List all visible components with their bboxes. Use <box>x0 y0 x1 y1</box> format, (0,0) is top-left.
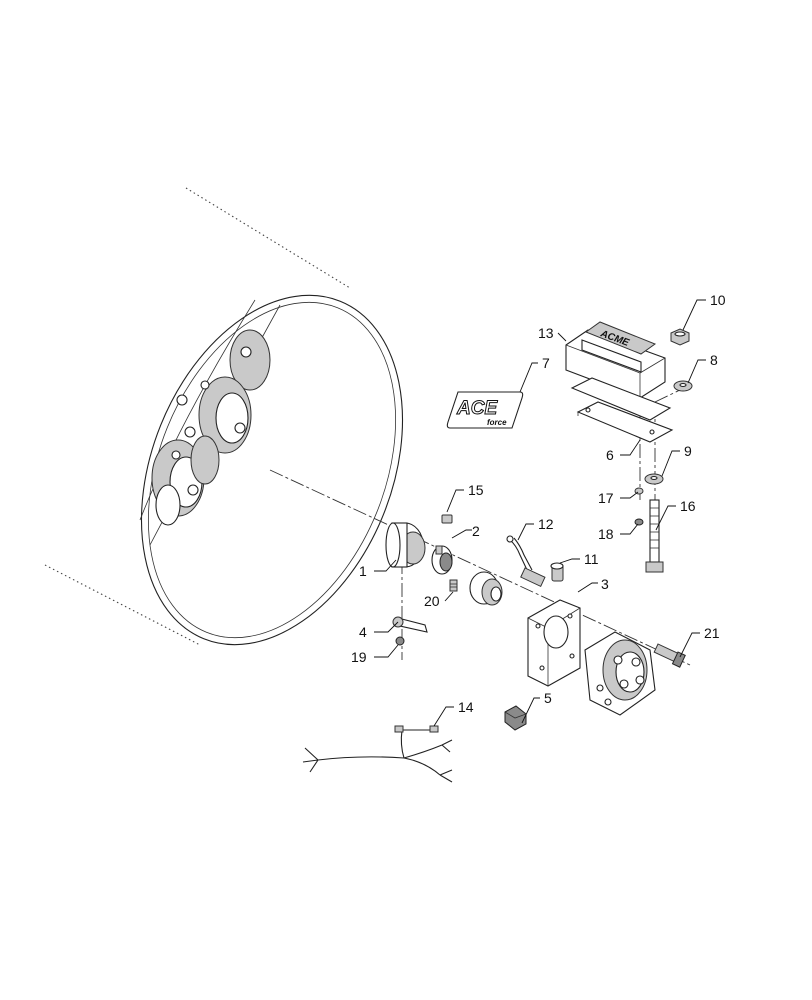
center-axis <box>269 469 691 666</box>
callout-6: 6 <box>606 447 614 463</box>
part-5-connector <box>504 705 527 731</box>
callout-14: 14 <box>458 699 474 715</box>
part-9-washer <box>644 473 664 485</box>
part-14-harness <box>302 725 453 783</box>
part-21-bolt <box>653 643 686 668</box>
callout-20: 20 <box>424 593 440 609</box>
part-12-speed-sensor <box>506 535 546 588</box>
hydraulic-motor <box>584 631 656 716</box>
callout-7: 7 <box>542 355 550 371</box>
callout-13: 13 <box>538 325 554 341</box>
callout-leaders <box>374 299 706 727</box>
drum <box>44 187 404 646</box>
part-19-nut <box>395 636 405 646</box>
part-1-sensor-ring <box>385 522 426 568</box>
callout-numbers: 1 2 3 4 5 6 7 8 9 10 11 12 13 14 15 16 1… <box>351 292 726 715</box>
part-4-key <box>392 616 428 633</box>
part-20-bolt <box>449 579 458 592</box>
part-15-clip <box>441 514 453 524</box>
callout-10: 10 <box>710 292 726 308</box>
callout-5: 5 <box>544 690 552 706</box>
callout-1: 1 <box>359 563 367 579</box>
part-7-logo-decal: ACE force <box>446 391 524 429</box>
callout-4: 4 <box>359 624 367 640</box>
drum-drive-rings <box>151 329 271 526</box>
part-6-mounting-plate <box>570 377 674 443</box>
part-18-nut <box>634 518 644 526</box>
part-2-flange <box>431 545 453 575</box>
part-10-nut <box>670 328 690 346</box>
part-3-bracket <box>527 599 581 687</box>
part-16-bolt <box>645 499 664 573</box>
callout-19: 19 <box>351 649 367 665</box>
part-8-washer <box>673 380 693 392</box>
callout-17: 17 <box>598 490 614 506</box>
callout-9: 9 <box>684 443 692 459</box>
callout-2: 2 <box>472 523 480 539</box>
callout-16: 16 <box>680 498 696 514</box>
logo-sub-text: force <box>487 418 507 427</box>
part-13-control-module: ACME <box>565 321 666 399</box>
callout-21: 21 <box>704 625 720 641</box>
part-11-plug <box>550 562 564 582</box>
logo-main-text: ACE <box>456 398 498 419</box>
callout-15: 15 <box>468 482 484 498</box>
callout-12: 12 <box>538 516 554 532</box>
callout-8: 8 <box>710 352 718 368</box>
callout-3: 3 <box>601 576 609 592</box>
callout-11: 11 <box>584 551 599 567</box>
coupling <box>469 571 503 606</box>
callout-18: 18 <box>598 526 614 542</box>
